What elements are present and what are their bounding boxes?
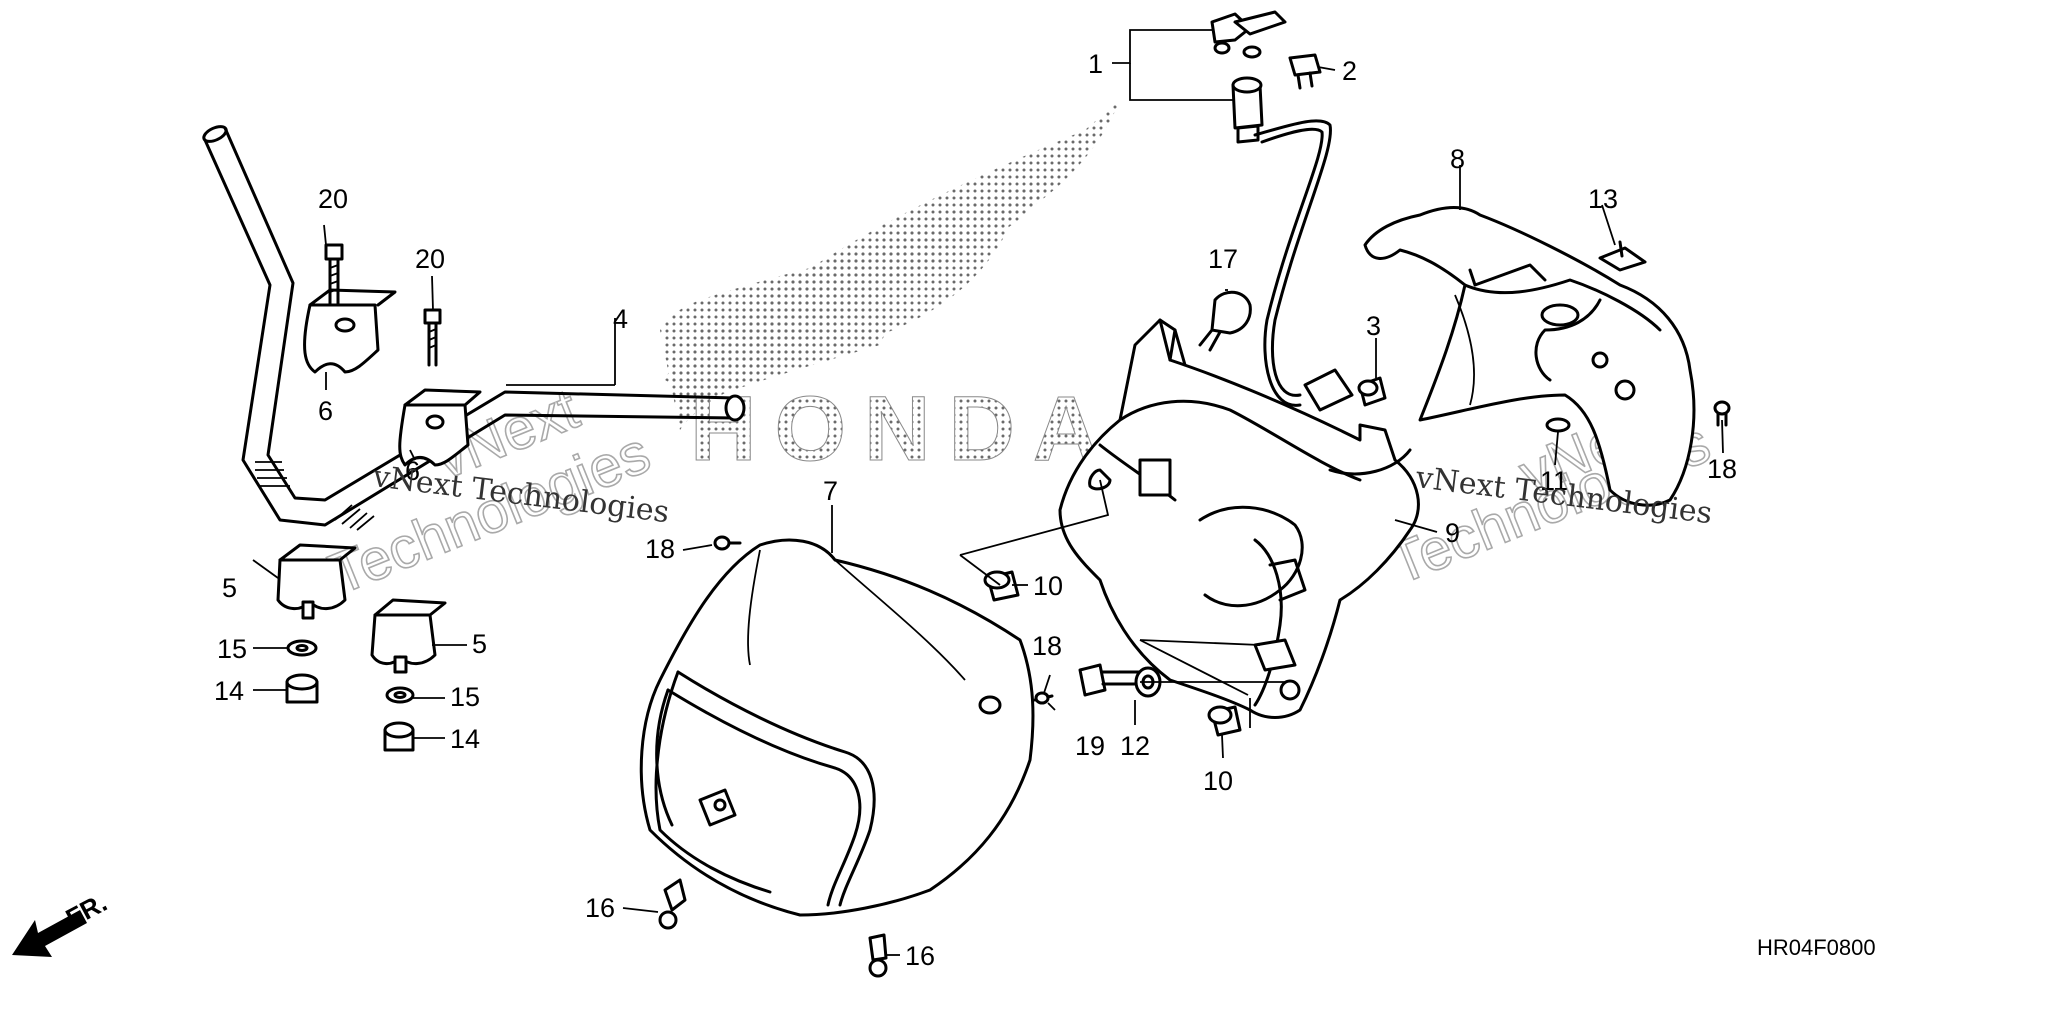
honda-wing-logo: HONDA: [660, 100, 1120, 481]
upper-holder-left: [303, 288, 397, 374]
callout-17: 17: [1208, 244, 1238, 274]
callout-18-right: 18: [1707, 454, 1737, 484]
callout-3: 3: [1366, 311, 1381, 341]
callout-4: 4: [613, 304, 628, 334]
callout-13: 13: [1588, 184, 1618, 214]
callout-8: 8: [1450, 144, 1465, 174]
clamp-part-17: [1198, 290, 1252, 352]
lower-holder-left: [276, 543, 357, 620]
callout-10-lower: 10: [1203, 766, 1233, 796]
callout-19: 19: [1075, 731, 1105, 761]
meter-visor-part-8: [1363, 206, 1696, 507]
callout-11: 11: [1540, 466, 1568, 496]
diagram-code: HR04F0800: [1757, 935, 1876, 960]
callout-10-upper: 10: [1033, 571, 1063, 601]
nut-part-14-right: [383, 721, 415, 752]
honda-wordmark-text: HONDA: [690, 378, 1117, 480]
front-direction-indicator: FR.: [12, 887, 112, 957]
bolt-part-16-upper: [658, 878, 687, 930]
callout-18-left: 18: [645, 534, 675, 564]
callout-15-left: 15: [217, 634, 247, 664]
callout-16-upper: 16: [585, 893, 615, 923]
collar-part-10-lower: [1207, 705, 1242, 737]
callout-14-left: 14: [214, 676, 244, 706]
screw-part-18-right: [1713, 400, 1731, 427]
callout-18-middle: 18: [1032, 631, 1062, 661]
callout-12: 12: [1120, 731, 1150, 761]
ignition-switch-part-1: [1231, 76, 1264, 144]
screw-part-18-middle: [1033, 691, 1054, 705]
callout-1: 1: [1088, 49, 1103, 79]
front-arrow-icon: [12, 910, 87, 957]
bolt-part-20-right: [423, 308, 442, 367]
callout-2: 2: [1342, 56, 1357, 86]
grommet-part-11: [1545, 417, 1571, 433]
clip-part-13: [1598, 240, 1647, 272]
callout-labels: 1 2 3 4 5 5 6 6 7 8 9 10 10 11 12 13 14 …: [214, 49, 1737, 971]
callout-14-right: 14: [450, 724, 480, 754]
grommet-part-3: [1357, 376, 1387, 407]
callout-5-left: 5: [222, 573, 237, 603]
callout-7: 7: [823, 476, 838, 506]
collar-part-10-upper: [983, 570, 1020, 602]
washer-part-15-left: [286, 639, 318, 657]
headlight-case-part-9: [1058, 318, 1420, 719]
callout-20-right: 20: [415, 244, 445, 274]
lower-holder-right: [370, 598, 447, 674]
bolt-part-16-lower: [868, 933, 888, 978]
nut-part-14-left: [285, 673, 319, 704]
clip-part-2: [1288, 53, 1322, 90]
headlight-cover-part-7: [639, 538, 1035, 917]
screw-part-18-left: [713, 535, 742, 551]
ignition-key-part-1: [1210, 10, 1287, 59]
callout-16-lower: 16: [905, 941, 935, 971]
bolt-part-19: [1078, 663, 1142, 697]
handlebar-part-4: [202, 125, 746, 531]
switch-wire-harness: [1253, 119, 1354, 412]
callout-15-right: 15: [450, 682, 480, 712]
leader-lines: [252, 29, 1724, 956]
washer-part-15-right: [385, 686, 415, 704]
callout-20-left: 20: [318, 184, 348, 214]
callout-5-right: 5: [472, 629, 487, 659]
callout-9: 9: [1445, 518, 1460, 548]
callout-6-right: 6: [405, 456, 420, 486]
bolt-part-20-left: [324, 243, 344, 307]
upper-holder-right: [398, 388, 482, 467]
honda-wordmark: HONDA: [690, 378, 1117, 481]
callout-6-left: 6: [318, 396, 333, 426]
